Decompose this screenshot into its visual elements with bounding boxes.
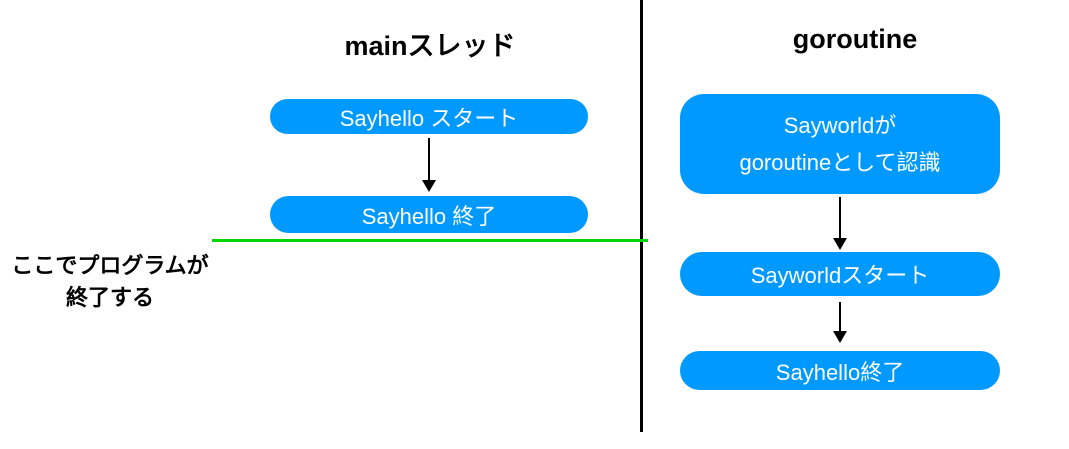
arrow-down-line [428, 138, 430, 181]
main-thread-column-title: mainスレッド [344, 31, 516, 61]
node-sayworld-recognized-line2: goroutineとして認識 [739, 150, 941, 175]
node-sayworld-start: Sayworldスタート [680, 252, 1000, 296]
goroutine-column-title: goroutine [792, 24, 918, 54]
arrow-down-head-icon [833, 331, 847, 343]
arrow-down-line [839, 302, 841, 332]
program-terminate-line [212, 239, 648, 242]
arrow-down-line [839, 197, 841, 239]
node-sayworld-recognized-line1: Sayworldが [783, 113, 897, 138]
terminate-caption-line1: ここでプログラムが [11, 253, 209, 278]
node-sayhello-start: Sayhello スタート [270, 99, 588, 134]
arrow-down-head-icon [422, 180, 436, 192]
arrow-down-head-icon [833, 238, 847, 250]
node-sayhello-end-goroutine: Sayhello終了 [680, 351, 1000, 390]
thread-divider-line [640, 0, 643, 432]
node-sayworld-recognized: Sayworldが goroutineとして認識 [680, 94, 1000, 194]
terminate-caption-line2: 終了する [65, 285, 154, 310]
node-sayhello-end: Sayhello 終了 [270, 196, 588, 233]
terminate-caption: ここでプログラムが 終了する [4, 250, 216, 314]
